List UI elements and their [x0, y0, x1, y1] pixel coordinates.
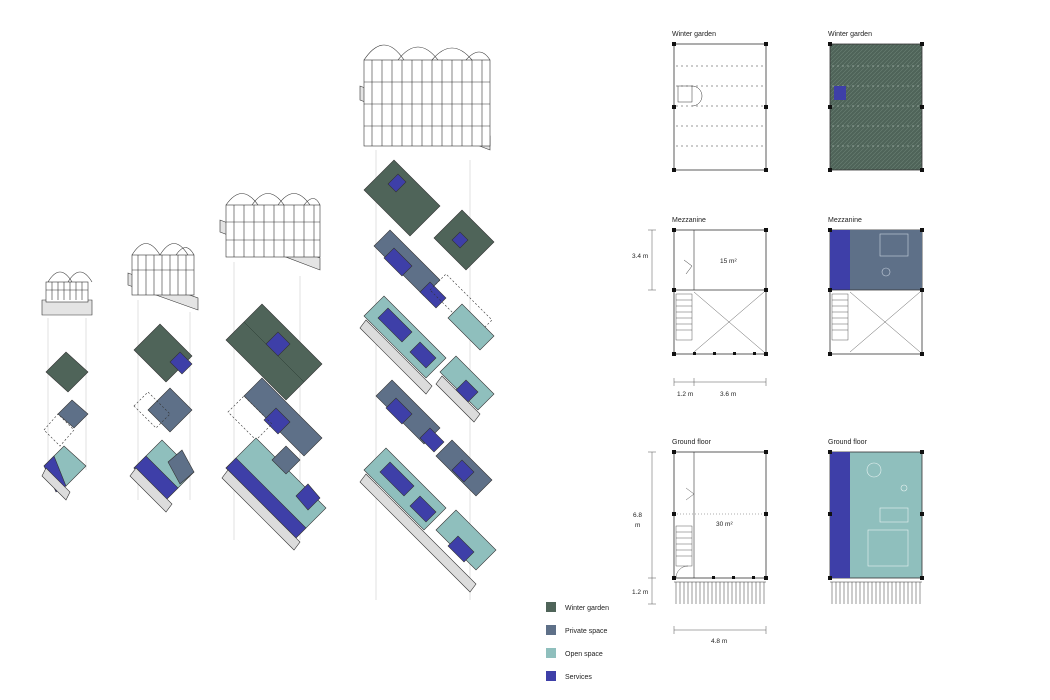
axonometric-stacks	[41, 44, 497, 600]
plan-mezzanine-left: Mezzanine 15 m²	[632, 217, 768, 398]
plan-ground-floor-left: Ground floor 30 m²	[632, 439, 768, 645]
plan-title: Ground floor	[672, 439, 712, 446]
plan-title: Winter garden	[828, 31, 872, 38]
legend-swatch	[546, 671, 556, 681]
legend-label: Services	[565, 674, 592, 681]
plan-ground-floor-right: Ground floor	[828, 439, 924, 604]
plan-title: Mezzanine	[672, 217, 706, 224]
axo-1-winter-garden	[45, 351, 89, 393]
plan-title: Winter garden	[672, 31, 716, 38]
mezzanine-area: 15 m²	[720, 258, 737, 265]
axo-stack-2	[127, 243, 199, 513]
axo-building-3	[219, 193, 321, 271]
axo-1-mezzanine	[57, 399, 89, 429]
plan-mezzanine-right: Mezzanine	[828, 217, 924, 356]
axo-building-1	[41, 271, 93, 316]
plan-title: Mezzanine	[828, 217, 862, 224]
plan-winter-garden-right: Winter garden	[828, 31, 924, 172]
legend-swatch	[546, 602, 556, 612]
legend-label: Open space	[565, 651, 603, 658]
mezzanine-dim-right: 3.6 m	[720, 391, 736, 398]
axo-stack-4	[359, 44, 497, 600]
ground-floor-height-value: 6.8	[633, 512, 642, 519]
legend-label: Winter garden	[565, 605, 609, 612]
plan-title: Ground floor	[828, 439, 868, 446]
ground-floor-width: 4.8 m	[711, 638, 727, 645]
legend-label: Private space	[565, 628, 608, 635]
ground-floor-area: 30 m²	[716, 521, 733, 528]
plan-winter-garden-left: Winter garden	[672, 31, 768, 172]
legend-swatch	[546, 625, 556, 635]
mezzanine-height: 3.4 m	[632, 253, 648, 260]
legend-swatch	[546, 648, 556, 658]
axo-stack-3	[219, 193, 327, 551]
axo-building-4	[359, 44, 491, 151]
axo-2-mezzanine	[147, 387, 193, 433]
axo-4-winter-garden	[363, 159, 441, 237]
axo-building-2	[127, 243, 199, 311]
floor-plans: Winter garden Winter garden	[632, 31, 924, 645]
axo-stack-1	[41, 271, 93, 501]
axo-2-winter-garden	[133, 323, 193, 383]
ground-floor-height-unit: m	[635, 522, 640, 529]
mezzanine-dim-left: 1.2 m	[677, 391, 693, 398]
porch-depth: 1.2 m	[632, 589, 648, 596]
